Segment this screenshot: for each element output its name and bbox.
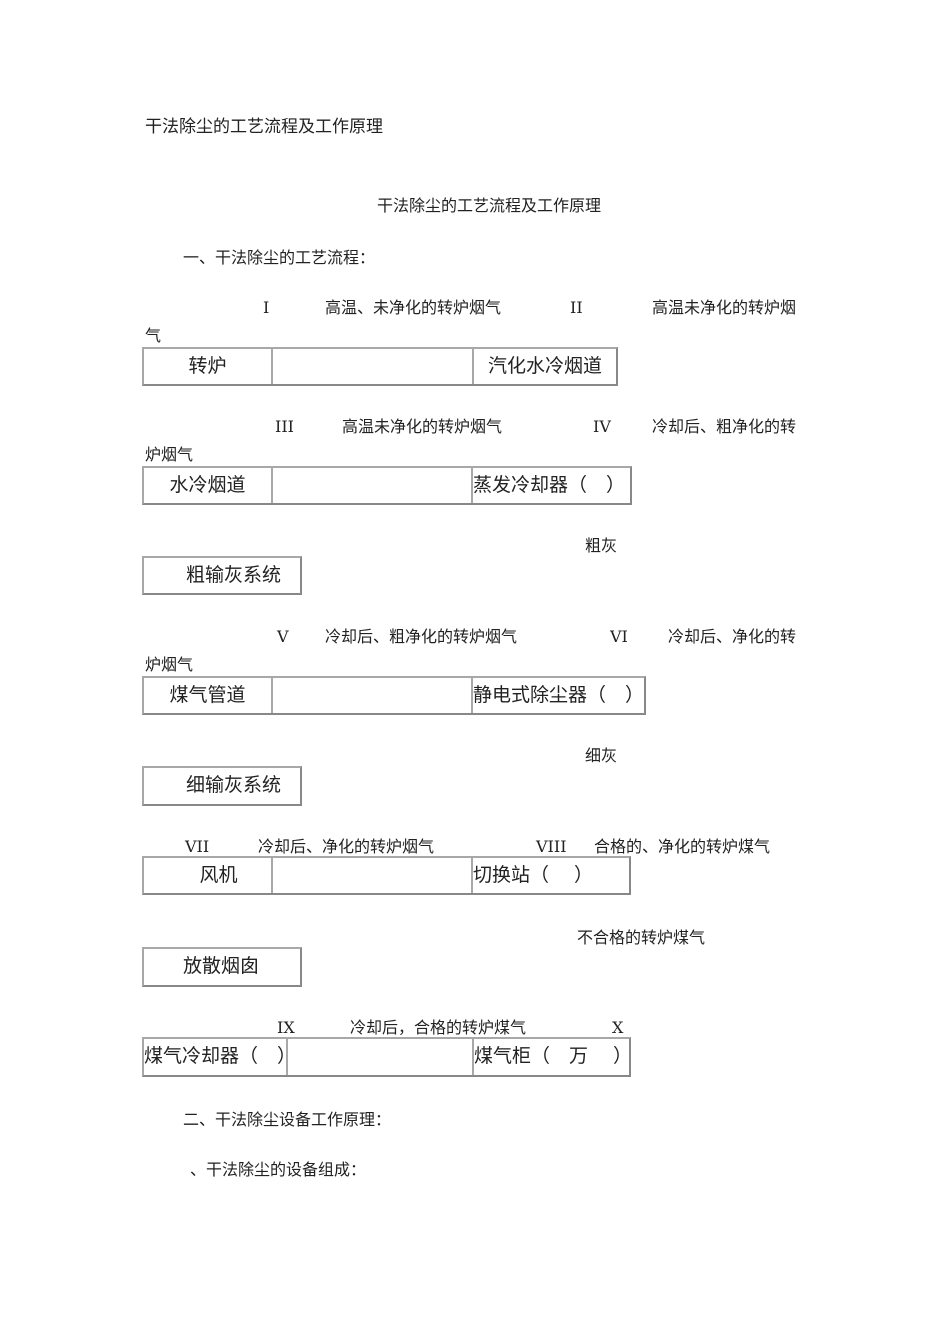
stage-number: III: [275, 417, 294, 436]
flow-table: 煤气冷却器（ ） 煤气柜（ 万 ）: [142, 1037, 631, 1077]
equipment-cell: 切换站（ ）: [473, 864, 594, 886]
branch-label: 细灰: [585, 746, 618, 765]
flow-label-wrap: 气: [145, 326, 162, 345]
arrow-cell: [273, 349, 474, 384]
stage-number: IX: [277, 1018, 295, 1037]
flow-label: 高温、未净化的转炉烟气: [325, 298, 502, 317]
flow-label: 冷却后、粗净化的转炉烟气: [325, 627, 518, 646]
centered-heading: 干法除尘的工艺流程及工作原理: [377, 196, 602, 215]
flow-label: 合格的、净化的转炉煤气: [594, 837, 771, 856]
equipment-cell: 粗输灰系统: [186, 564, 282, 586]
branch-label: 粗灰: [585, 536, 618, 555]
flow-box: 粗输灰系统: [142, 556, 302, 595]
equipment-cell: 放散烟囱: [183, 955, 260, 977]
stage-number: VII: [185, 837, 210, 856]
equipment-cell: 煤气冷却器（ ）: [144, 1039, 288, 1075]
section-2-heading: 二、干法除尘设备工作原理：: [183, 1110, 392, 1129]
arrow-cell: [288, 1039, 474, 1075]
stage-number: VI: [610, 627, 628, 646]
flow-box: 细输灰系统: [142, 766, 302, 806]
flow-table: 水冷烟道 蒸发冷却器（ ）: [142, 466, 632, 505]
stage-number: VIII: [536, 837, 567, 856]
section-2-subheading: 、干法除尘的设备组成：: [190, 1160, 367, 1179]
equipment-cell: 转炉: [144, 349, 273, 384]
stage-number: X: [612, 1018, 624, 1037]
stage-number: V: [277, 627, 289, 646]
branch-label: 不合格的转炉煤气: [577, 928, 706, 947]
stage-number: II: [570, 298, 583, 317]
flow-label-wrap: 炉烟气: [145, 445, 194, 464]
stage-number: IV: [593, 417, 611, 436]
section-1-heading: 一、干法除尘的工艺流程：: [183, 248, 376, 267]
flow-label: 冷却后、粗净化的转: [652, 417, 797, 436]
flow-label: 冷却后，合格的转炉煤气: [350, 1018, 527, 1037]
equipment-cell: 煤气管道: [144, 678, 273, 713]
flow-label: 高温未净化的转炉烟: [652, 298, 797, 317]
equipment-cell: 风机: [144, 858, 273, 893]
document-title: 干法除尘的工艺流程及工作原理: [145, 117, 383, 137]
flow-table: 煤气管道 静电式除尘器（ ）: [142, 676, 646, 715]
equipment-cell: 水冷烟道: [144, 468, 273, 503]
flow-table: 转炉 汽化水冷烟道: [142, 347, 618, 386]
equipment-cell: 汽化水冷烟道: [487, 355, 602, 377]
flow-table: 风机 切换站（ ）: [142, 856, 631, 895]
flow-label-wrap: 炉烟气: [145, 655, 194, 674]
equipment-cell: 蒸发冷却器（ ）: [473, 474, 626, 496]
arrow-cell: [273, 858, 473, 893]
equipment-cell: 煤气柜（ 万 ）: [474, 1045, 629, 1067]
arrow-cell: [273, 468, 473, 503]
equipment-cell: 细输灰系统: [186, 774, 282, 796]
stage-number: I: [263, 298, 270, 317]
flow-label: 冷却后、净化的转: [668, 627, 797, 646]
flow-box: 放散烟囱: [142, 947, 302, 987]
flow-label: 冷却后、净化的转炉烟气: [258, 837, 435, 856]
equipment-cell: 静电式除尘器（ ）: [473, 684, 644, 706]
flow-label: 高温未净化的转炉烟气: [342, 417, 503, 436]
arrow-cell: [273, 678, 473, 713]
